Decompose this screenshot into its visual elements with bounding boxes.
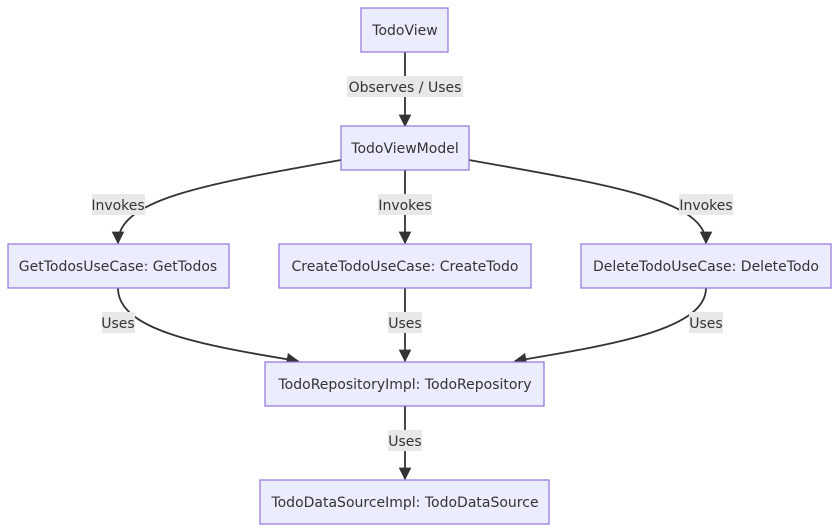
svg-text:TodoDataSourceImpl: TodoDataSo: TodoDataSourceImpl: TodoDataSource [270,495,538,511]
label-invokes-create-todo: Invokes [378,194,432,215]
edge-viewmodel-to-delete-todo [468,159,713,245]
svg-text:DeleteTodoUseCase: DeleteTodo: DeleteTodoUseCase: DeleteTodo [593,259,819,275]
svg-text:TodoViewModel: TodoViewModel [350,141,458,157]
edge-viewmodel-to-get-todos [111,159,342,245]
node-todo-view-model: TodoViewModel [340,125,470,171]
svg-text:Invokes: Invokes [378,198,431,214]
svg-text:Uses: Uses [689,316,722,332]
node-get-todos-use-case: GetTodosUseCase: GetTodos [7,243,230,289]
node-todo-view: TodoView [360,7,449,53]
label-uses-create-todo: Uses [388,312,422,333]
label-invokes-delete-todo: Invokes [679,194,733,215]
svg-text:Uses: Uses [388,316,421,332]
label-uses-get-todos: Uses [101,312,135,333]
svg-text:Uses: Uses [388,434,421,450]
label-observes-uses: Observes / Uses [347,76,463,97]
svg-text:Observes / Uses: Observes / Uses [349,80,462,96]
svg-text:TodoRepositoryImpl: TodoReposi: TodoRepositoryImpl: TodoRepository [278,377,532,393]
svg-text:Invokes: Invokes [679,198,732,214]
node-todo-data-source-impl: TodoDataSourceImpl: TodoDataSource [259,479,550,525]
edge-delete-todo-to-repository [513,287,707,366]
svg-text:GetTodosUseCase: GetTodos: GetTodosUseCase: GetTodos [19,259,217,275]
node-delete-todo-use-case: DeleteTodoUseCase: DeleteTodo [580,243,832,289]
label-uses-datasource: Uses [388,430,422,451]
edge-get-todos-to-repository [117,287,300,366]
svg-text:Invokes: Invokes [91,198,144,214]
node-todo-repository-impl: TodoRepositoryImpl: TodoRepository [264,361,545,407]
svg-text:TodoView: TodoView [371,23,437,39]
label-uses-delete-todo: Uses [689,312,723,333]
node-create-todo-use-case: CreateTodoUseCase: CreateTodo [278,243,532,289]
svg-text:CreateTodoUseCase: CreateTodo: CreateTodoUseCase: CreateTodo [291,259,518,275]
svg-text:Uses: Uses [101,316,134,332]
label-invokes-get-todos: Invokes [91,194,145,215]
